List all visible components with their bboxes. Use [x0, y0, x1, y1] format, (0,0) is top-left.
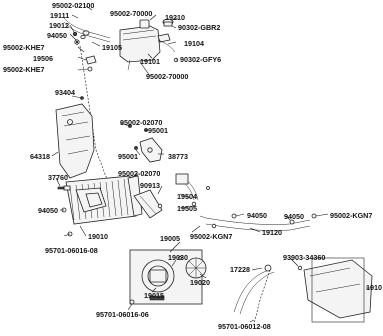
label-93903-34360: 93903-34360	[283, 253, 326, 262]
label-95002-70000-top: 95002-70000	[110, 9, 153, 18]
fan-shroud-64318	[55, 103, 95, 179]
label-90913: 90913	[140, 181, 160, 190]
label-95002-khe7-a: 95002-KHE7	[3, 43, 45, 52]
cap-19210	[162, 18, 174, 27]
label-95701-06016-06: 95701-06016-06	[96, 310, 149, 319]
hose-route-leader-2	[253, 269, 271, 325]
label-19120: 19120	[262, 228, 282, 237]
label-93404: 93404	[55, 88, 75, 97]
label-19012: 19012	[49, 21, 69, 30]
label-37760: 37760	[48, 173, 68, 182]
label-19020: 19020	[190, 278, 210, 287]
bracket-38773	[139, 137, 163, 163]
clip-19506	[85, 55, 97, 65]
clip-90913	[157, 203, 163, 209]
label-19030: 19030	[168, 253, 188, 262]
label-64318: 64318	[30, 152, 50, 161]
bolt-95001-b	[134, 146, 138, 150]
clip-95002-khe7	[87, 66, 93, 72]
label-95002-kgn7-b: 95002-KGN7	[190, 232, 233, 241]
label-19105: 19105	[102, 43, 122, 52]
hose-19105	[63, 17, 111, 43]
clip-93903-34360	[297, 265, 303, 271]
reservoir-tank-19101	[119, 19, 171, 63]
label-90302-gbr2: 90302-GBR2	[178, 23, 221, 32]
clip-95002-kgn7	[311, 213, 317, 219]
label-94050-c: 94050	[247, 211, 267, 220]
label-94050-b: 94050	[38, 206, 58, 215]
label-19015: 19015	[144, 291, 164, 300]
bolt-95701-06016-06	[129, 299, 135, 305]
label-90302-gfy6: 90302-GFY6	[180, 55, 222, 64]
clip-95002-kgn7-b	[211, 223, 217, 229]
label-95002-02100: 95002-02100	[52, 1, 95, 10]
label-94050-a: 94050	[47, 31, 67, 40]
fan-assembly-19005	[129, 249, 207, 305]
label-95001-b: 95001	[118, 152, 138, 161]
label-19104: 19104	[184, 39, 204, 48]
label-19005: 19005	[160, 234, 180, 243]
label-95002-02070-a: 95002-02070	[120, 118, 163, 127]
label-19101: 19101	[140, 57, 160, 66]
label-95002-kgn7-a: 95002-KGN7	[330, 211, 373, 220]
label-38773: 38773	[168, 152, 188, 161]
label-1910: 1910	[366, 283, 382, 292]
label-95002-70000-b: 95002-70000	[146, 72, 189, 81]
label-95701-06016-08: 95701-06016-08	[45, 246, 98, 255]
hose-19505	[175, 173, 199, 201]
hose-19104	[157, 39, 176, 53]
radiator-19010	[65, 175, 143, 225]
hose-route-leader	[79, 45, 109, 183]
bolt-19012	[72, 31, 78, 37]
label-94050-d: 94050	[284, 212, 304, 221]
label-19506: 19506	[33, 54, 53, 63]
label-95701-06012-08: 95701-06012-08	[218, 322, 271, 331]
leader-lines	[51, 5, 372, 323]
clip-94050-b	[231, 213, 237, 219]
label-19210: 19210	[165, 13, 185, 22]
hose-19504	[133, 189, 163, 219]
clip-19504	[191, 201, 197, 207]
label-19504: 19504	[177, 192, 197, 201]
label-17228: 17228	[230, 265, 250, 274]
label-95002-02070-b: 95002-02070	[118, 169, 161, 178]
label-19111: 19111	[50, 11, 70, 20]
cover-1910	[303, 257, 373, 323]
label-19010: 19010	[88, 232, 108, 241]
label-95002-khe7-b: 95002-KHE7	[3, 65, 45, 74]
clip-94050-c	[289, 219, 295, 225]
sensor-37760	[57, 185, 71, 191]
label-19505: 19505	[177, 204, 197, 213]
label-95001-a: 95001	[148, 126, 168, 135]
